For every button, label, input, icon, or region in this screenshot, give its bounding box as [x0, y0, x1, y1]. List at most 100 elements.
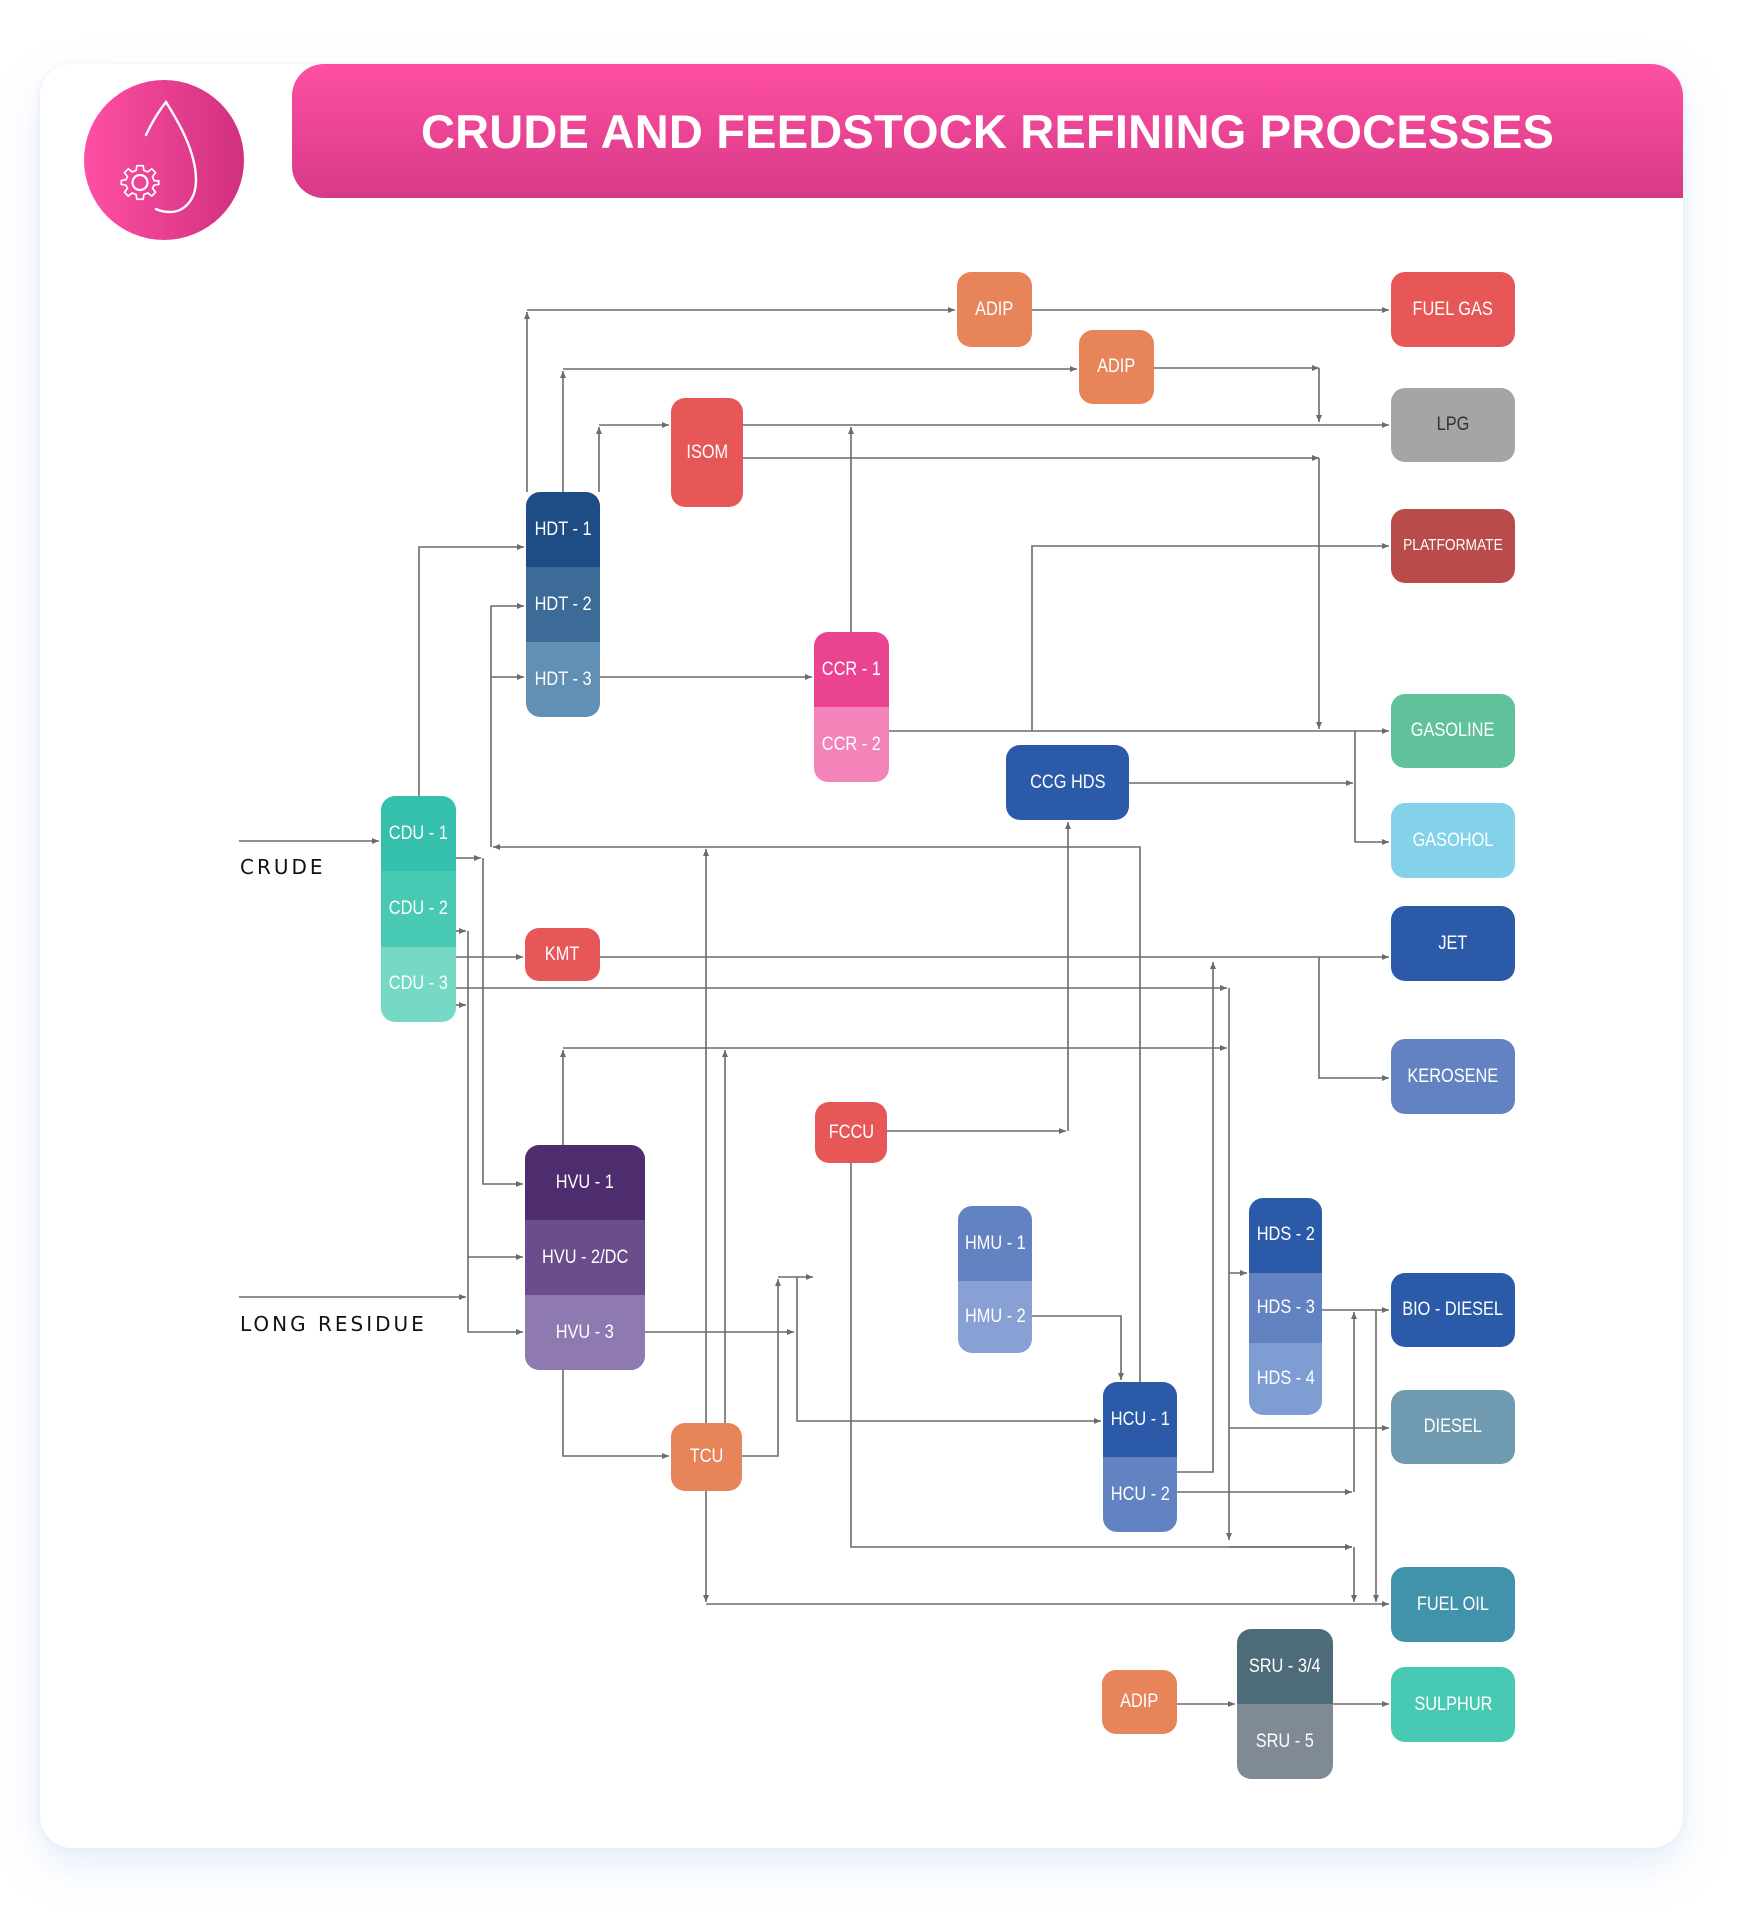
- product-body[interactable]: GASOLINE: [1391, 694, 1515, 768]
- unit-adip-3[interactable]: ADIP: [1102, 1670, 1177, 1734]
- unit-label: SRU - 3/4: [1249, 1655, 1321, 1677]
- unit-hmu[interactable]: HMU - 1 HMU - 2: [958, 1206, 1032, 1353]
- product-bio-diesel[interactable]: BIO - DIESEL: [1391, 1273, 1515, 1347]
- product-platformate[interactable]: PLATFORMATE: [1391, 509, 1515, 583]
- unit-isom[interactable]: ISOM: [671, 398, 743, 507]
- unit-tcu[interactable]: TCU: [671, 1423, 742, 1491]
- unit-label: CCR - 1: [821, 658, 882, 680]
- unit-label: HCU - 2: [1110, 1483, 1170, 1505]
- product-body[interactable]: PLATFORMATE: [1391, 509, 1515, 583]
- product-body[interactable]: FUEL GAS: [1391, 272, 1515, 347]
- unit-hvu[interactable]: HVU - 1 HVU - 2/DC HVU - 3: [525, 1145, 645, 1370]
- connector-line: [1032, 1315, 1124, 1380]
- unit-segment-hds-4[interactable]: HDS - 4: [1249, 1342, 1322, 1415]
- product-body[interactable]: SULPHUR: [1391, 1667, 1515, 1742]
- product-gasoline[interactable]: GASOLINE: [1391, 694, 1515, 768]
- unit-segment-adip[interactable]: ADIP: [957, 272, 1032, 347]
- unit-segment-cdu-1[interactable]: CDU - 1: [381, 796, 456, 872]
- unit-ccg-hds[interactable]: CCG HDS: [1006, 745, 1129, 820]
- product-label: KEROSENE: [1407, 1065, 1499, 1087]
- product-label: FUEL OIL: [1416, 1593, 1490, 1615]
- product-label: GASOHOL: [1412, 829, 1494, 851]
- unit-label: SRU - 5: [1255, 1730, 1315, 1752]
- product-label: FUEL GAS: [1412, 298, 1494, 320]
- connector-line: [418, 544, 524, 796]
- unit-kmt[interactable]: KMT: [525, 928, 600, 981]
- unit-segment-cdu-3[interactable]: CDU - 3: [381, 946, 456, 1022]
- connector-line: [1031, 543, 1389, 731]
- unit-segment-hvu-3[interactable]: HVU - 3: [525, 1295, 645, 1370]
- product-fuel-gas[interactable]: FUEL GAS: [1391, 272, 1515, 347]
- unit-segment-hds-3[interactable]: HDS - 3: [1249, 1272, 1322, 1343]
- product-diesel[interactable]: DIESEL: [1391, 1390, 1515, 1464]
- unit-segment-adip[interactable]: ADIP: [1102, 1670, 1177, 1734]
- unit-segment-tcu[interactable]: TCU: [671, 1423, 742, 1491]
- product-body[interactable]: KEROSENE: [1391, 1039, 1515, 1114]
- product-body[interactable]: BIO - DIESEL: [1391, 1273, 1515, 1347]
- product-body[interactable]: DIESEL: [1391, 1390, 1515, 1464]
- connector-line: [796, 1277, 1101, 1424]
- unit-label: HDS - 2: [1256, 1224, 1315, 1246]
- unit-hds[interactable]: HDS - 2 HDS - 3 HDS - 4: [1249, 1198, 1322, 1415]
- unit-segment-hdt-3[interactable]: HDT - 3: [526, 642, 600, 717]
- connector-line: [742, 1279, 781, 1457]
- unit-fccu[interactable]: FCCU: [815, 1102, 887, 1163]
- unit-hcu[interactable]: HCU - 1 HCU - 2: [1103, 1382, 1177, 1532]
- unit-segment-hds-2[interactable]: HDS - 2: [1249, 1198, 1322, 1273]
- unit-segment-hdt-2[interactable]: HDT - 2: [526, 567, 600, 642]
- unit-segment-ccr-1[interactable]: CCR - 1: [814, 632, 889, 707]
- feed-label-long-residue: LONG RESIDUE: [240, 1312, 427, 1336]
- unit-segment-hcu-2[interactable]: HCU - 2: [1103, 1457, 1177, 1532]
- connector-line: [1354, 731, 1389, 845]
- unit-label: HDS - 4: [1256, 1367, 1315, 1389]
- unit-label: ADIP: [1097, 356, 1136, 377]
- connector-line: [493, 844, 1141, 1382]
- unit-label: HMU - 1: [964, 1232, 1026, 1254]
- unit-label: HVU - 2/DC: [541, 1246, 629, 1268]
- unit-adip-1[interactable]: ADIP: [957, 272, 1032, 347]
- connector-line: [467, 931, 523, 1335]
- unit-segment-hmu-2[interactable]: HMU - 2: [958, 1281, 1032, 1353]
- product-body[interactable]: FUEL OIL: [1391, 1567, 1515, 1642]
- unit-label: FCCU: [828, 1121, 874, 1143]
- feed-label-crude: CRUDE: [240, 855, 326, 879]
- product-lpg[interactable]: LPG: [1391, 388, 1515, 462]
- unit-segment-sru-3-4[interactable]: SRU - 3/4: [1237, 1629, 1333, 1704]
- unit-label: CDU - 1: [388, 822, 449, 844]
- unit-segment-hvu-2-dc[interactable]: HVU - 2/DC: [525, 1220, 645, 1295]
- unit-segment-hmu-1[interactable]: HMU - 1: [958, 1206, 1032, 1281]
- product-sulphur[interactable]: SULPHUR: [1391, 1667, 1515, 1742]
- product-fuel-oil[interactable]: FUEL OIL: [1391, 1567, 1515, 1642]
- product-gasohol[interactable]: GASOHOL: [1391, 803, 1515, 878]
- unit-segment-cdu-2[interactable]: CDU - 2: [381, 871, 456, 947]
- unit-segment-hdt-1[interactable]: HDT - 1: [526, 492, 600, 567]
- unit-label: CDU - 2: [388, 897, 449, 919]
- product-kerosene[interactable]: KEROSENE: [1391, 1039, 1515, 1114]
- unit-cdu[interactable]: CDU - 1 CDU - 2 CDU - 3: [381, 796, 456, 1022]
- unit-segment-hvu-1[interactable]: HVU - 1: [525, 1145, 645, 1220]
- unit-segment-fccu[interactable]: FCCU: [815, 1102, 887, 1163]
- unit-label: ADIP: [975, 298, 1014, 320]
- product-body[interactable]: JET: [1391, 906, 1515, 981]
- product-body[interactable]: GASOHOL: [1391, 803, 1515, 878]
- unit-label: HDT - 2: [534, 593, 592, 615]
- product-label: DIESEL: [1423, 1416, 1483, 1437]
- unit-segment-adip[interactable]: ADIP: [1079, 330, 1154, 404]
- unit-adip-2[interactable]: ADIP: [1079, 330, 1154, 404]
- unit-segment-ccr-2[interactable]: CCR - 2: [814, 707, 889, 782]
- unit-segment-ccg-hds[interactable]: CCG HDS: [1006, 745, 1129, 820]
- unit-label: HMU - 2: [964, 1306, 1026, 1327]
- product-body[interactable]: LPG: [1391, 388, 1515, 462]
- unit-label: HVU - 1: [555, 1171, 615, 1193]
- unit-segment-isom[interactable]: ISOM: [671, 398, 743, 507]
- page-title: CRUDE AND FEEDSTOCK REFINING PROCESSES: [420, 104, 1555, 158]
- product-jet[interactable]: JET: [1391, 906, 1515, 981]
- unit-segment-sru-5[interactable]: SRU - 5: [1237, 1704, 1333, 1779]
- unit-ccr[interactable]: CCR - 1 CCR - 2: [814, 632, 889, 782]
- oil-drop-gear-icon: [120, 99, 198, 214]
- unit-hdt[interactable]: HDT - 1 HDT - 2 HDT - 3: [526, 492, 600, 717]
- unit-segment-kmt[interactable]: KMT: [525, 928, 600, 981]
- title-banner: [292, 64, 1683, 198]
- unit-segment-hcu-1[interactable]: HCU - 1: [1103, 1382, 1177, 1457]
